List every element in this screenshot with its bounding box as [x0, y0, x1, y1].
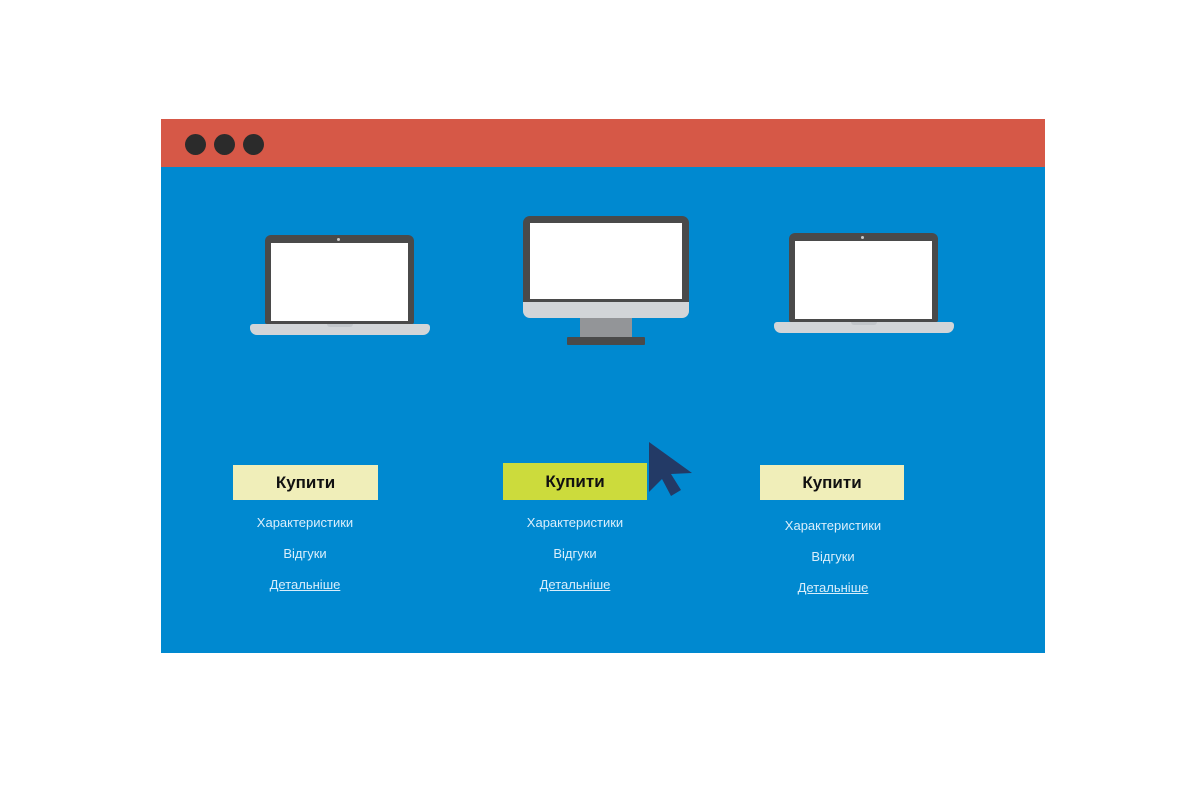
buy-button[interactable]: Купити	[760, 465, 904, 500]
specs-link[interactable]: Характеристики	[256, 515, 354, 530]
close-dot-icon[interactable]	[185, 134, 206, 155]
laptop-illustration	[195, 167, 490, 417]
maximize-dot-icon[interactable]	[243, 134, 264, 155]
window-titlebar	[161, 119, 1045, 167]
reviews-link[interactable]: Відгуки	[283, 546, 327, 561]
product-card: Купити Характеристики Відгуки Детальніше	[721, 167, 1016, 653]
monitor-screen	[530, 223, 682, 299]
reviews-link[interactable]: Відгуки	[811, 549, 855, 564]
specs-link[interactable]: Характеристики	[526, 515, 624, 530]
minimize-dot-icon[interactable]	[214, 134, 235, 155]
page-viewport: Купити Характеристики Відгуки Детальніше…	[161, 167, 1045, 653]
product-card: Купити Характеристики Відгуки Детальніше	[465, 167, 760, 653]
buy-button[interactable]: Купити	[503, 463, 647, 500]
card-links: Характеристики Відгуки Детальніше	[465, 515, 685, 592]
laptop-base	[774, 322, 954, 333]
monitor-stand-neck	[580, 318, 632, 337]
laptop-screen	[795, 241, 932, 319]
laptop-base	[250, 324, 430, 335]
browser-window: Купити Характеристики Відгуки Детальніше…	[161, 119, 1045, 653]
webcam-icon	[337, 238, 340, 241]
webcam-icon	[861, 236, 864, 239]
monitor-stand-foot	[567, 337, 645, 345]
monitor-chin	[523, 302, 689, 318]
product-card: Купити Характеристики Відгуки Детальніше	[195, 167, 490, 653]
details-link[interactable]: Детальніше	[539, 577, 611, 592]
card-links: Характеристики Відгуки Детальніше	[195, 515, 415, 592]
desktop-monitor-illustration	[465, 167, 760, 417]
details-link[interactable]: Детальніше	[269, 577, 341, 592]
details-link[interactable]: Детальніше	[797, 580, 869, 595]
reviews-link[interactable]: Відгуки	[553, 546, 597, 561]
laptop-notch	[327, 324, 353, 327]
card-links: Характеристики Відгуки Детальніше	[723, 518, 943, 595]
specs-link[interactable]: Характеристики	[784, 518, 882, 533]
laptop-illustration	[721, 167, 1016, 417]
laptop-notch	[851, 322, 877, 325]
laptop-screen	[271, 243, 408, 321]
buy-button[interactable]: Купити	[233, 465, 378, 500]
